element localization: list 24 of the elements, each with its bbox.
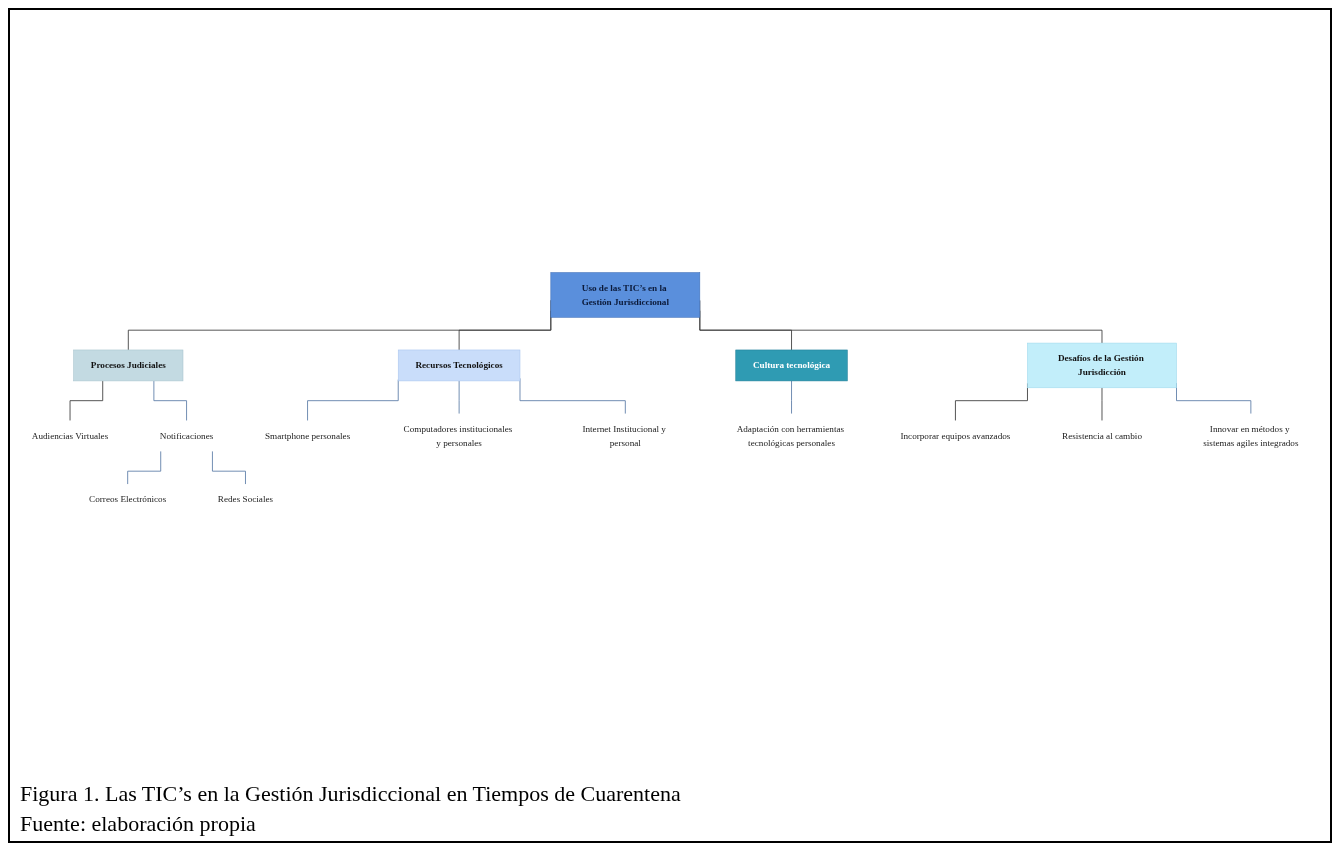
connector: [127, 450, 162, 485]
connector: [153, 380, 187, 421]
figure-caption: Figura 1. Las TIC’s en la Gestión Jurisdiccional en Tiempos de Cuarentena: [20, 781, 682, 807]
connector: [69, 380, 104, 421]
node-text: Internet Institucional y personal: [582, 423, 666, 448]
node-text: Incorporar equipos avanzados: [900, 430, 1011, 441]
node-text: Redes Sociales: [217, 494, 274, 504]
node-box: Uso de las TIC’s en la Gestión Jurisdiccional: [550, 272, 701, 318]
node-text: Resistencia al cambio: [1062, 430, 1142, 441]
node-box: Desafíos de la Gestión Jurisdicción: [1027, 342, 1177, 388]
node-text: Correos Electrónicos: [89, 494, 167, 504]
node-text: Smartphone personales: [264, 430, 351, 441]
source-note: Fuente: elaboración propia: [20, 811, 257, 837]
node-text: Innovar en métodos y sistemas agiles integrados: [1203, 423, 1299, 448]
connector: [791, 380, 792, 414]
node-text: Computadores institucionales y personales: [403, 423, 513, 448]
connector: [458, 380, 460, 414]
node-box: Procesos Judiciales: [73, 349, 184, 381]
node-box: Cultura tecnológica: [735, 349, 848, 381]
connector: [212, 450, 246, 485]
node-text: Audiencias Virtuales: [31, 430, 109, 441]
node-box: Recursos Tecnológicos: [397, 349, 521, 381]
node-text: Notificaciones: [159, 430, 214, 441]
node-text: Adaptación con herramientas tecnológicas personales: [736, 423, 845, 448]
